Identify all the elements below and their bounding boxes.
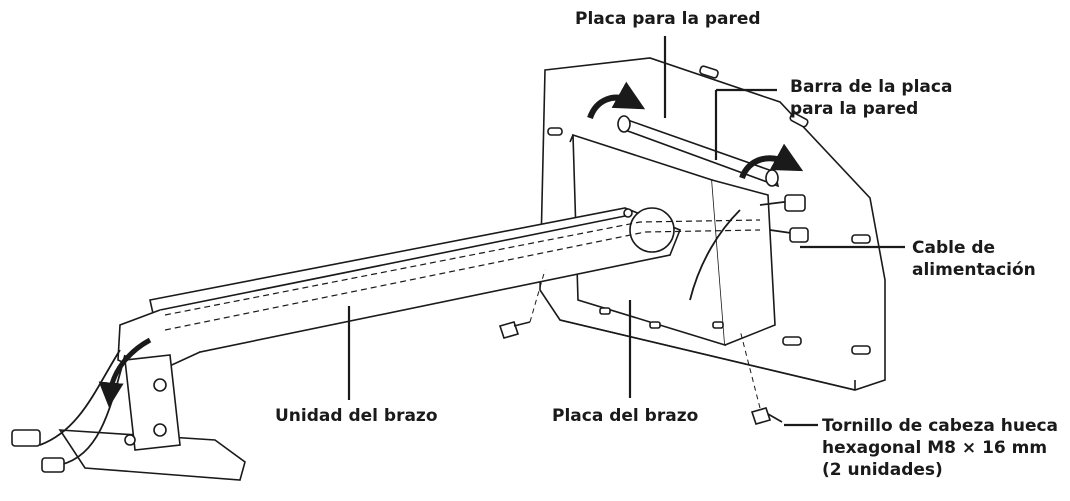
label-power-cable-line-1: Cable de xyxy=(912,238,996,258)
label-wall-plate-bar-line-2: para la pared xyxy=(790,99,919,119)
label-screw: Tornillo de cabeza hueca hexagonal M8 × … xyxy=(822,415,1058,481)
cable-direction-arrow xyxy=(98,337,152,408)
rotation-arrow-right xyxy=(739,143,804,180)
label-wall-plate-bar-line-1: Barra de la placa xyxy=(790,77,953,97)
hex-socket-screw-right xyxy=(750,407,783,425)
label-wall-plate: Placa para la pared xyxy=(575,9,761,29)
power-cable xyxy=(39,199,806,466)
label-screw-line-2: hexagonal M8 × 16 mm xyxy=(822,438,1048,458)
internal-cable-path xyxy=(164,219,761,331)
leader-lines xyxy=(347,36,905,427)
rotation-arrow-left xyxy=(587,81,646,120)
label-screw-line-1: Tornillo de cabeza hueca xyxy=(822,416,1059,436)
hex-socket-screw-left xyxy=(498,321,531,339)
label-arm-unit: Unidad del brazo xyxy=(275,406,438,426)
base-bracket xyxy=(58,354,246,481)
screw-guide-lines xyxy=(529,269,761,409)
label-power-cable-line-2: alimentación xyxy=(912,260,1036,280)
label-wall-plate-bar: Barra de la placa para la pared xyxy=(790,76,952,120)
power-plug-connectors xyxy=(11,194,809,473)
label-arm-plate: Placa del brazo xyxy=(552,406,699,426)
label-screw-line-3: (2 unidades) xyxy=(822,460,943,480)
label-power-cable: Cable de alimentación xyxy=(912,237,1036,281)
